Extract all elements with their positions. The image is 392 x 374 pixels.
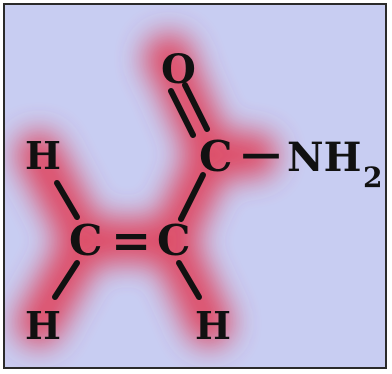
atom-carbonyl-carbon: C	[199, 132, 232, 181]
atom-oxygen: O	[161, 46, 196, 93]
bond-h-c-bottom-left	[52, 260, 80, 300]
atom-h-bottom-right: H	[195, 303, 231, 348]
diagram-frame: O C — NH 2 H C = C H H	[3, 3, 387, 369]
atom-h-bottom-left: H	[25, 303, 61, 348]
molecule-glow	[15, 33, 278, 347]
atom-alpha-carbon: C	[157, 216, 190, 265]
acrylamide-structure: O C — NH 2 H C = C H H	[15, 33, 382, 348]
atom-h-top-left: H	[25, 133, 61, 178]
bond-c-c-double: =	[111, 213, 151, 269]
bonds	[52, 82, 210, 300]
bond-c-h-bottom-right	[176, 260, 202, 300]
bond-c-n: —	[241, 130, 281, 177]
bond-h-c-top-left	[54, 180, 80, 220]
atom-nitrogen-group: NH	[287, 134, 361, 181]
bond-c-o-b	[182, 82, 210, 132]
atom-nitrogen-subscript: 2	[363, 161, 382, 194]
bond-c-o-a	[168, 88, 196, 138]
atom-vinyl-carbon: C	[69, 216, 102, 265]
bond-c-c-single	[178, 172, 206, 222]
